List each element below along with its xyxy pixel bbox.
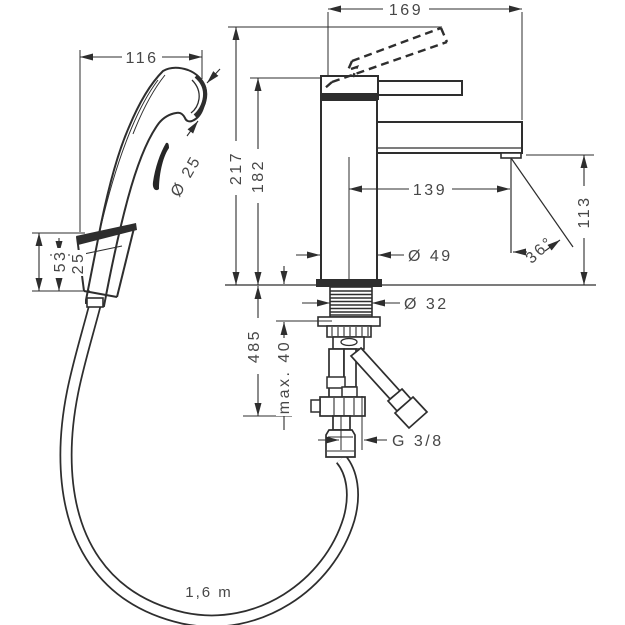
stream-line-36deg [510,157,574,248]
dim-485: 485 [246,329,263,363]
spray-face-inner-line [190,79,200,114]
dim-113: 113 [576,195,593,228]
dim-116: 116 [125,50,158,67]
shower-hose [59,303,359,625]
hand-shower [85,66,208,308]
dim-hose-length: 1,6 m [185,584,233,601]
dim-arrow-dia25-top [206,68,221,84]
t-block [319,396,366,417]
dim-25: 25 [70,252,87,275]
holder-rim [76,223,137,245]
faucet-cap-ring [320,94,379,100]
dim-dia25: Ø 25 [168,153,205,200]
base-flange [316,279,382,287]
handle-contour-line-2 [132,74,166,135]
dim-angle36: 36° [523,233,558,267]
faucet-lever [377,80,463,96]
aerator [500,152,522,159]
hose-connector-nut [393,395,429,430]
faucet [316,26,523,287]
dimension-labels: 169 116 139 217 182 113 485 max. 40 53 2… [52,2,593,601]
dim-169: 169 [389,2,423,19]
dim-max40: max. 40 [276,340,293,414]
dim-arrow-dia25-bottom [186,120,199,137]
spray-trigger [152,142,169,191]
dim-dia49: Ø 49 [408,248,453,265]
handle-contour-line [99,79,159,231]
hose-band [326,376,346,389]
dim-217: 217 [228,151,245,185]
dim-139: 139 [413,182,447,199]
dim-g38: G 3/8 [392,433,444,450]
t-block-tab [310,399,321,413]
dim-182: 182 [250,159,267,193]
spray-face-edge [193,74,208,118]
hose-ferrule [86,297,104,308]
mounting-nut-set [317,316,381,350]
threaded-shank [329,286,373,318]
faucet-lever-raised-dashed [323,26,449,90]
dim-53: 53 [52,250,69,273]
text-masks [52,1,592,416]
dim-arrow-36-diag [544,239,561,252]
wall-holder [76,223,137,308]
hand-shower-supply-hose [349,346,402,401]
hose-square-fitting [341,386,358,398]
dim-dia32: Ø 32 [404,296,449,313]
